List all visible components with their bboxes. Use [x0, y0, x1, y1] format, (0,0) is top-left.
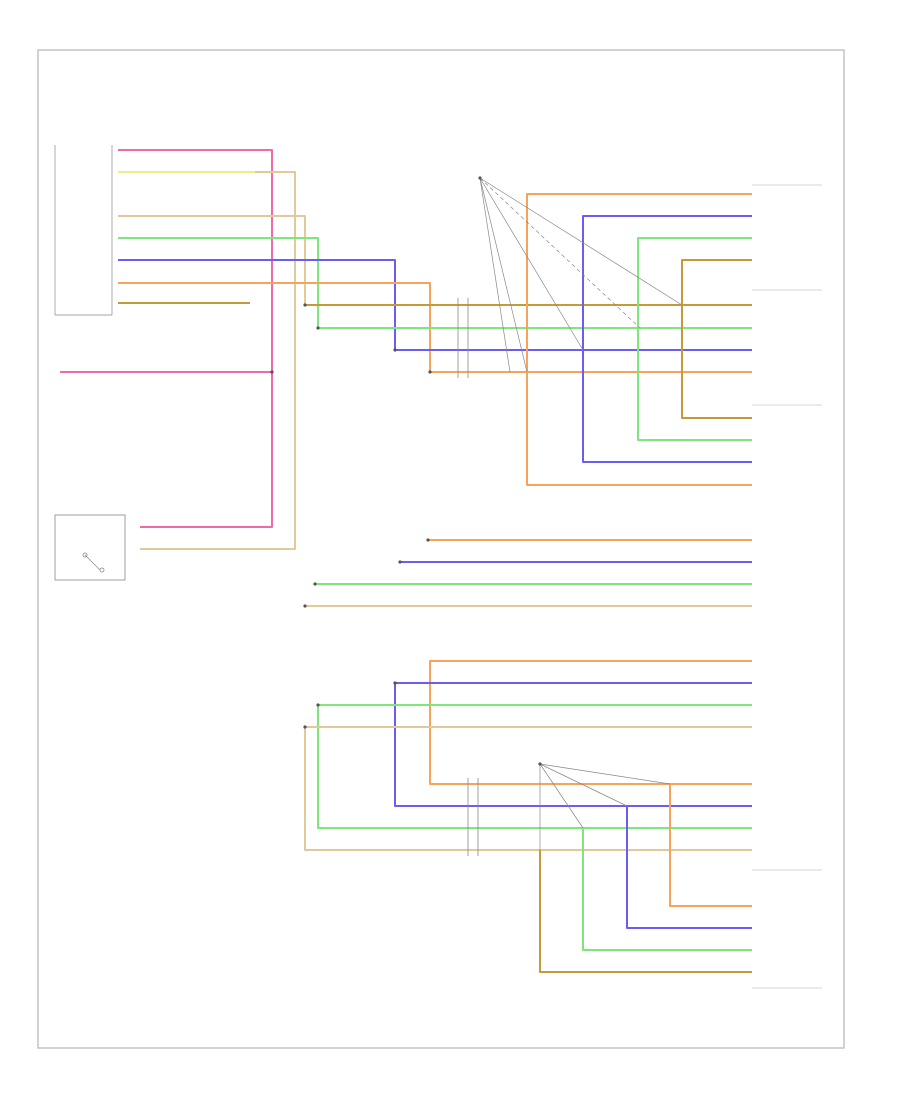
wire-tan-1: [118, 215, 306, 305]
front-connector: [54, 145, 113, 316]
diagram-frame: [37, 49, 845, 1049]
wire-green-lt: [582, 828, 752, 951]
ground-leads-bottom: [539, 763, 671, 850]
wire-blue-1: [118, 259, 396, 350]
output-brackets: [752, 184, 822, 989]
splices-bottom: [467, 778, 479, 856]
splices-top: [457, 298, 469, 378]
wire-orange-1: [118, 282, 431, 372]
wire-tan-rr: [304, 726, 752, 851]
wire-pink: [118, 149, 273, 528]
wire-green-rf: [637, 237, 752, 441]
wire-orange-rf: [526, 193, 752, 486]
wire-green-rr: [317, 704, 752, 829]
ground-leads-top: [479, 177, 683, 373]
wire-orange-rr: [429, 660, 752, 785]
junction-dots: [270, 176, 542, 766]
wire-tan-switch: [140, 171, 296, 550]
switch-box: [54, 514, 126, 581]
wire-orange-lt: [669, 784, 752, 907]
wire-green-1: [118, 237, 319, 328]
wire-brown-rf: [681, 259, 752, 419]
wire-blue-rr: [394, 682, 752, 807]
wire-brown-lt: [539, 850, 752, 973]
wire-blue-lt: [626, 806, 752, 929]
wire-blue-rf: [582, 215, 752, 463]
